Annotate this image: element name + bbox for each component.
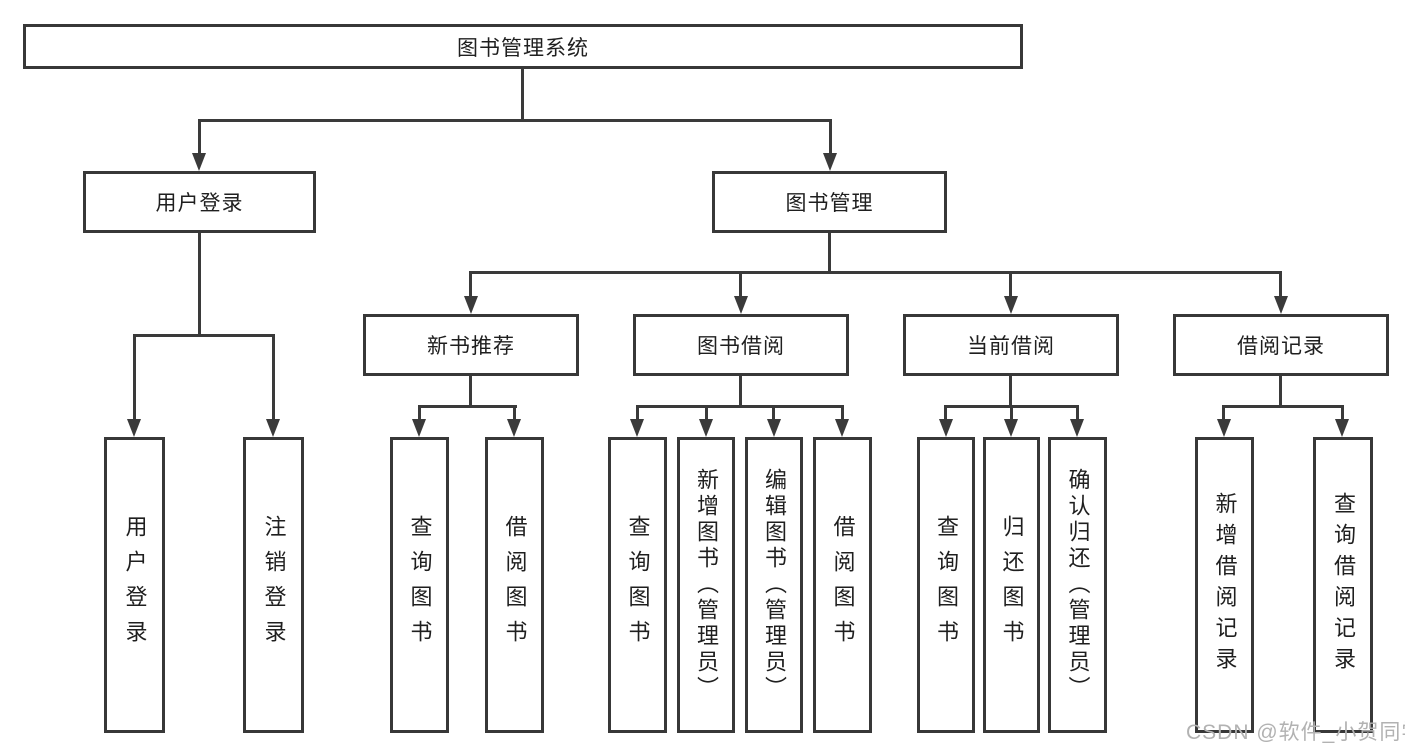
connector-line — [198, 119, 201, 155]
connector-line — [739, 376, 742, 407]
connector-line — [469, 376, 472, 407]
node-book-borrowing: 图书借阅 — [633, 314, 849, 376]
node-leaf-edit-books-admin: 编辑图书（管理员） — [745, 437, 803, 733]
node-leaf-query-books-3: 查询图书 — [917, 437, 975, 733]
connector-line — [705, 405, 708, 421]
node-borrowing-records: 借阅记录 — [1173, 314, 1389, 376]
arrowhead-down-icon — [630, 419, 644, 437]
connector-line — [772, 405, 775, 421]
connector-line — [636, 405, 639, 421]
connector-line — [841, 405, 844, 421]
arrowhead-down-icon — [507, 419, 521, 437]
arrowhead-down-icon — [939, 419, 953, 437]
node-label: 确认归还（管理员） — [1065, 468, 1091, 702]
arrowhead-down-icon — [1335, 419, 1349, 437]
node-leaf-logout: 注销登录 — [243, 437, 304, 733]
connector-line — [521, 69, 524, 120]
node-root-system: 图书管理系统 — [23, 24, 1023, 69]
node-leaf-borrow-books-2: 借阅图书 — [813, 437, 872, 733]
node-leaf-query-books-2: 查询图书 — [608, 437, 667, 733]
connector-line — [829, 119, 832, 155]
node-user-login: 用户登录 — [83, 171, 316, 233]
arrowhead-down-icon — [192, 153, 206, 171]
arrowhead-down-icon — [1004, 296, 1018, 314]
arrowhead-down-icon — [127, 419, 141, 437]
node-label: 借阅图书 — [830, 515, 856, 655]
arrowhead-down-icon — [1274, 296, 1288, 314]
arrowhead-down-icon — [1217, 419, 1231, 437]
arrowhead-down-icon — [1004, 419, 1018, 437]
connector-line — [1076, 405, 1079, 421]
node-label: 编辑图书（管理员） — [762, 468, 787, 702]
connector-line — [1009, 271, 1012, 297]
connector-line — [828, 233, 831, 274]
node-leaf-add-books-admin: 新增图书（管理员） — [677, 437, 735, 733]
arrowhead-down-icon — [767, 419, 781, 437]
connector-line — [1009, 376, 1012, 407]
node-label: 用户登录 — [122, 515, 148, 655]
arrowhead-down-icon — [699, 419, 713, 437]
arrowhead-down-icon — [412, 419, 426, 437]
node-leaf-user-login: 用户登录 — [104, 437, 165, 733]
connector-line — [272, 334, 275, 420]
node-leaf-borrow-books-1: 借阅图书 — [485, 437, 544, 733]
node-label: 查询借阅记录 — [1331, 492, 1356, 678]
arrowhead-down-icon — [266, 419, 280, 437]
node-leaf-query-borrow-record: 查询借阅记录 — [1313, 437, 1373, 733]
node-leaf-query-books-1: 查询图书 — [390, 437, 449, 733]
connector-line — [1222, 405, 1343, 408]
connector-line — [418, 405, 421, 421]
node-label: 借阅图书 — [502, 515, 528, 655]
connector-line — [636, 405, 844, 408]
connector-line — [1010, 405, 1013, 421]
connector-line — [739, 271, 742, 297]
node-label: 新增借阅记录 — [1212, 492, 1238, 678]
node-label: 归还图书 — [999, 515, 1025, 655]
connector-line — [198, 233, 201, 337]
node-label: 查询图书 — [625, 515, 651, 655]
arrowhead-down-icon — [835, 419, 849, 437]
connector-line — [1279, 271, 1282, 297]
arrowhead-down-icon — [464, 296, 478, 314]
node-leaf-confirm-return-admin: 确认归还（管理员） — [1048, 437, 1107, 733]
connector-line — [198, 119, 832, 122]
node-leaf-add-borrow-record: 新增借阅记录 — [1195, 437, 1254, 733]
connector-line — [944, 405, 947, 421]
connector-line — [418, 405, 517, 408]
connector-line — [1279, 376, 1282, 407]
connector-line — [469, 271, 1282, 274]
connector-line — [1341, 405, 1344, 421]
connector-line — [513, 405, 516, 421]
node-leaf-return-books: 归还图书 — [983, 437, 1040, 733]
arrowhead-down-icon — [823, 153, 837, 171]
connector-line — [133, 334, 275, 337]
node-book-management: 图书管理 — [712, 171, 947, 233]
arrowhead-down-icon — [734, 296, 748, 314]
node-label: 注销登录 — [261, 515, 287, 655]
node-new-book-recommend: 新书推荐 — [363, 314, 579, 376]
csdn-watermark: CSDN @软件_小贺同学 — [1186, 721, 1405, 744]
connector-line — [469, 271, 472, 297]
connector-line — [1222, 405, 1225, 421]
node-label: 查询图书 — [407, 515, 433, 655]
connector-line — [133, 334, 136, 420]
node-label: 新增图书（管理员） — [694, 468, 719, 702]
node-label: 查询图书 — [934, 515, 959, 655]
node-current-borrowing: 当前借阅 — [903, 314, 1119, 376]
arrowhead-down-icon — [1070, 419, 1084, 437]
